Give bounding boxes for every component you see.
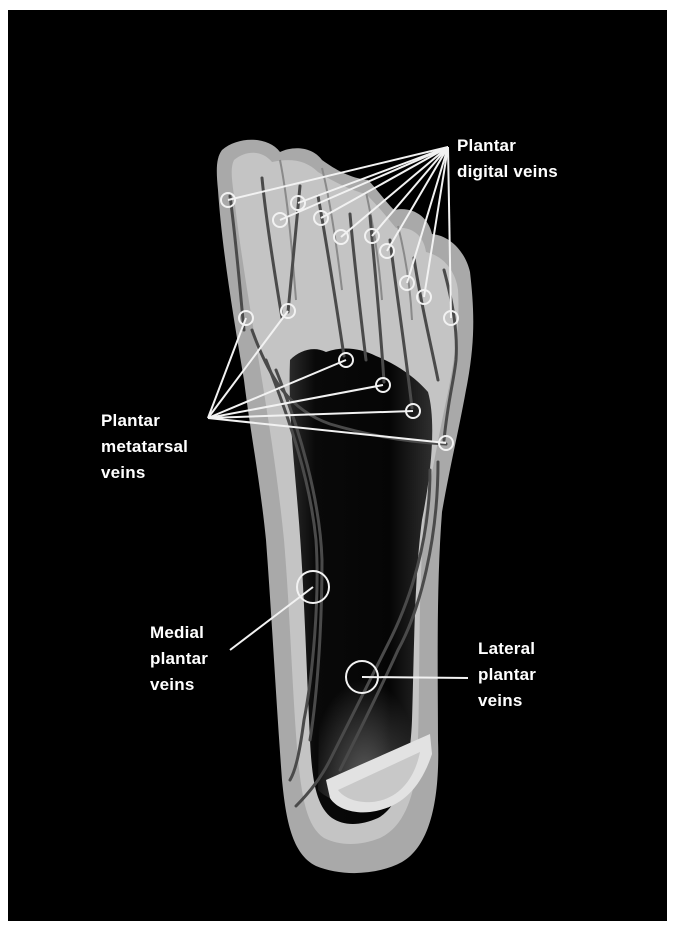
label-line: digital veins (457, 159, 558, 185)
label-plantar-digital-veins: Plantar digital veins (457, 133, 558, 185)
label-medial-plantar-veins: Medial plantar veins (150, 620, 208, 698)
label-plantar-metatarsal-veins: Plantar metatarsal veins (101, 408, 188, 486)
label-line: plantar (478, 662, 536, 688)
label-line: Plantar (101, 408, 188, 434)
label-line: Lateral (478, 636, 536, 662)
label-line: veins (478, 688, 536, 714)
label-line: Plantar (457, 133, 558, 159)
label-line: veins (101, 460, 188, 486)
label-line: veins (150, 672, 208, 698)
label-line: plantar (150, 646, 208, 672)
label-line: Medial (150, 620, 208, 646)
label-lateral-plantar-veins: Lateral plantar veins (478, 636, 536, 714)
label-line: metatarsal (101, 434, 188, 460)
